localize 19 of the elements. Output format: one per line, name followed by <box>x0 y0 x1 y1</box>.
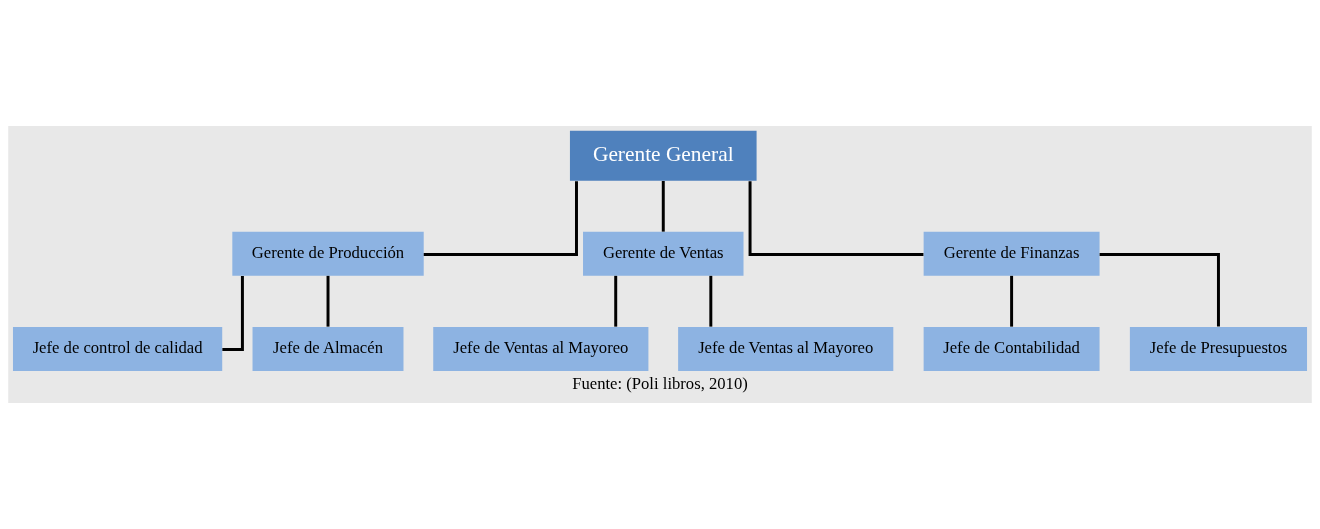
connector <box>661 181 665 232</box>
caption: Fuente: (Poli libros, 2010) <box>572 373 748 393</box>
node-box: Gerente de Producción <box>232 231 424 276</box>
node-box: Gerente General <box>569 130 757 181</box>
connector <box>1099 252 1220 327</box>
connector <box>423 181 578 256</box>
node-box: Jefe de Almacén <box>252 326 404 371</box>
connector <box>614 275 618 327</box>
node-box: Gerente de Finanzas <box>923 231 1100 276</box>
node-box: Jefe de Ventas al Mayoreo <box>678 326 894 371</box>
node-box: Jefe de Ventas al Mayoreo <box>433 326 649 371</box>
connector <box>748 181 924 256</box>
node-box: Gerente de Ventas <box>583 231 744 276</box>
node-box: Jefe de Presupuestos <box>1129 326 1308 371</box>
connector <box>1010 275 1014 327</box>
node-box: Jefe de Contabilidad <box>923 326 1100 371</box>
connector <box>326 275 330 327</box>
node-box: Jefe de control de calidad <box>12 326 223 371</box>
connector <box>709 275 713 327</box>
